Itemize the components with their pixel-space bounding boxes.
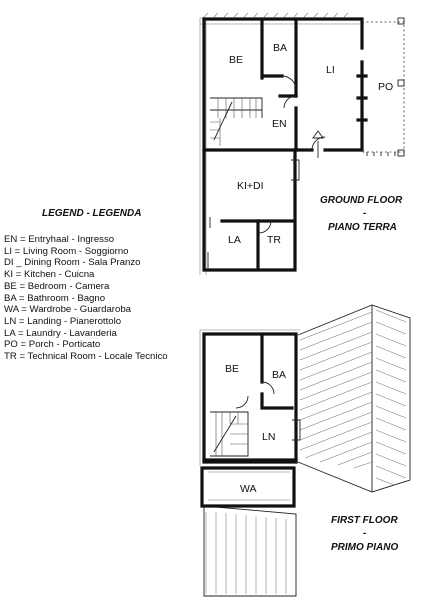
first-floor-plan: BE BA LN WA — [199, 304, 411, 597]
first-floor-title: FIRST FLOOR — [331, 515, 398, 526]
room-label-en: EN — [272, 118, 287, 130]
legend-item: TR = Technical Room - Locale Tecnico — [4, 351, 168, 363]
room-label-po: PO — [378, 81, 393, 93]
legend-item: LI = Living Room - Soggiorno — [4, 245, 129, 257]
first-floor-doors — [235, 381, 301, 441]
legend-item: EN = Entryhaal - Ingresso — [4, 234, 115, 245]
legend-list: EN = Entryhaal - Ingresso LI = Living Ro… — [4, 234, 168, 363]
first-floor-walls — [199, 329, 300, 508]
room-label-be: BE — [229, 54, 243, 66]
ground-floor-caption: GROUND FLOOR - PIANO TERRA — [320, 195, 403, 233]
ground-floor-separator: - — [363, 208, 367, 219]
room-label-first-wa: WA — [240, 483, 257, 495]
room-label-tr: TR — [267, 234, 281, 246]
porch-outline — [362, 17, 405, 157]
ground-floor-walls — [202, 17, 368, 272]
first-floor-lower-roof — [203, 505, 297, 597]
ground-floor-plan: BE BA LI PO EN KI+DI LA TR — [199, 12, 405, 275]
ground-floor-stair — [210, 98, 262, 146]
room-label-ba: BA — [273, 42, 287, 54]
legend-item: WA = Wardrobe - Guardaroba — [4, 304, 131, 316]
legend-item: KI = Kitchen - Cuicna — [4, 269, 95, 281]
first-floor-subtitle: PRIMO PIANO — [331, 542, 398, 553]
first-floor-separator: - — [363, 528, 367, 539]
legend-item: LA = Laundry - Lavanderia — [4, 327, 117, 339]
legend-item: DI _ Dining Room - Sala Pranzo — [4, 257, 141, 269]
room-label-first-be: BE — [225, 363, 239, 375]
first-floor-roof — [297, 304, 411, 493]
first-floor-caption: FIRST FLOOR - PRIMO PIANO — [331, 515, 398, 553]
legend-item: PO = Porch - Porticato — [4, 339, 101, 351]
legend-item: BE = Bedroom - Camera — [4, 280, 110, 292]
room-label-first-ba: BA — [272, 369, 286, 381]
ground-floor-title: GROUND FLOOR — [320, 195, 403, 206]
room-label-ki-di: KI+DI — [237, 180, 264, 192]
entry-arrow-icon — [312, 130, 324, 158]
legend-item: LN = Landing - Pianerottolo — [4, 315, 122, 327]
first-floor-stair — [210, 411, 249, 457]
room-label-first-ln: LN — [262, 431, 275, 443]
ground-floor-subtitle: PIANO TERRA — [328, 222, 397, 233]
legend-title: LEGEND - LEGENDA — [42, 208, 142, 219]
legend-item: BA = Bathroom - Bagno — [4, 292, 106, 304]
ground-floor-doors — [207, 75, 326, 270]
room-label-li: LI — [326, 64, 335, 76]
room-label-la: LA — [228, 234, 241, 246]
